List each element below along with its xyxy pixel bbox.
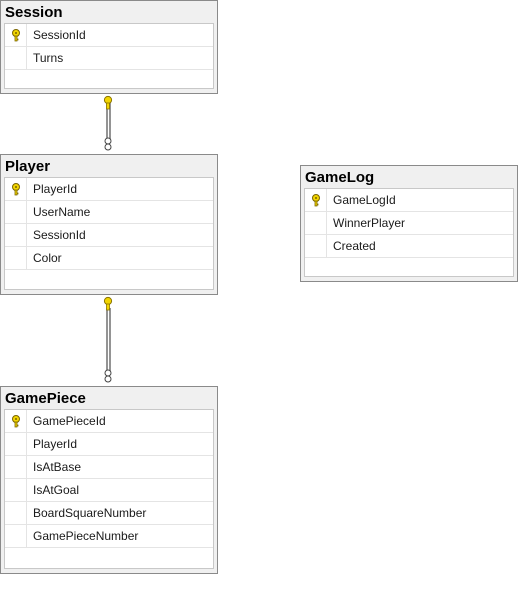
row-gutter (305, 235, 327, 257)
table-title: Session (5, 4, 63, 21)
column-name: PlayerId (33, 182, 78, 196)
column-name: GamePieceId (33, 414, 106, 428)
row-gutter (5, 502, 27, 524)
column-row[interactable]: UserName (5, 201, 213, 224)
column-name: GamePieceNumber (33, 529, 139, 543)
row-gutter (5, 410, 27, 432)
column-row[interactable]: IsAtBase (5, 456, 213, 479)
column-name: BoardSquareNumber (33, 506, 147, 520)
column-name: SessionId (33, 228, 86, 242)
column-name: IsAtBase (33, 460, 82, 474)
column-row[interactable]: PlayerId (5, 178, 213, 201)
key-end-icon (103, 95, 113, 110)
row-gutter (5, 24, 27, 46)
column-name: SessionId (33, 28, 86, 42)
column-row[interactable]: Turns (5, 47, 213, 70)
column-row[interactable]: IsAtGoal (5, 479, 213, 502)
row-gutter (5, 525, 27, 547)
column-row[interactable]: GameLogId (305, 189, 513, 212)
column-row[interactable]: WinnerPlayer (305, 212, 513, 235)
infinity-end-icon (104, 137, 112, 151)
table-title: Player (5, 158, 51, 175)
relationship-session-player (103, 95, 113, 151)
column-name: Created (333, 239, 376, 253)
column-row[interactable]: GamePieceId (5, 410, 213, 433)
column-name: UserName (33, 205, 91, 219)
row-gutter (5, 247, 27, 269)
row-gutter (5, 456, 27, 478)
column-row[interactable]: Color (5, 247, 213, 270)
row-gutter (5, 433, 27, 455)
primary-key-icon (12, 183, 20, 196)
relationship-player-gamepiece (103, 296, 113, 383)
row-gutter (5, 47, 27, 69)
column-name: WinnerPlayer (333, 216, 406, 230)
infinity-end-icon (104, 369, 112, 383)
key-end-icon (103, 296, 113, 311)
row-gutter (5, 178, 27, 200)
row-gutter (5, 201, 27, 223)
column-name: PlayerId (33, 437, 78, 451)
primary-key-icon (12, 415, 20, 428)
table-title: GamePiece (5, 390, 86, 407)
column-name: Turns (33, 51, 64, 65)
column-row[interactable]: SessionId (5, 224, 213, 247)
primary-key-icon (312, 194, 320, 207)
row-gutter (5, 224, 27, 246)
column-row[interactable]: SessionId (5, 24, 213, 47)
table-title: GameLog (305, 169, 375, 186)
column-row[interactable]: PlayerId (5, 433, 213, 456)
row-gutter (5, 479, 27, 501)
column-row[interactable]: Created (305, 235, 513, 258)
row-gutter (305, 189, 327, 211)
column-row[interactable]: GamePieceNumber (5, 525, 213, 548)
column-name: IsAtGoal (33, 483, 80, 497)
column-row[interactable]: BoardSquareNumber (5, 502, 213, 525)
column-name: GameLogId (333, 193, 396, 207)
primary-key-icon (12, 29, 20, 42)
row-gutter (305, 212, 327, 234)
column-name: Color (33, 251, 62, 265)
